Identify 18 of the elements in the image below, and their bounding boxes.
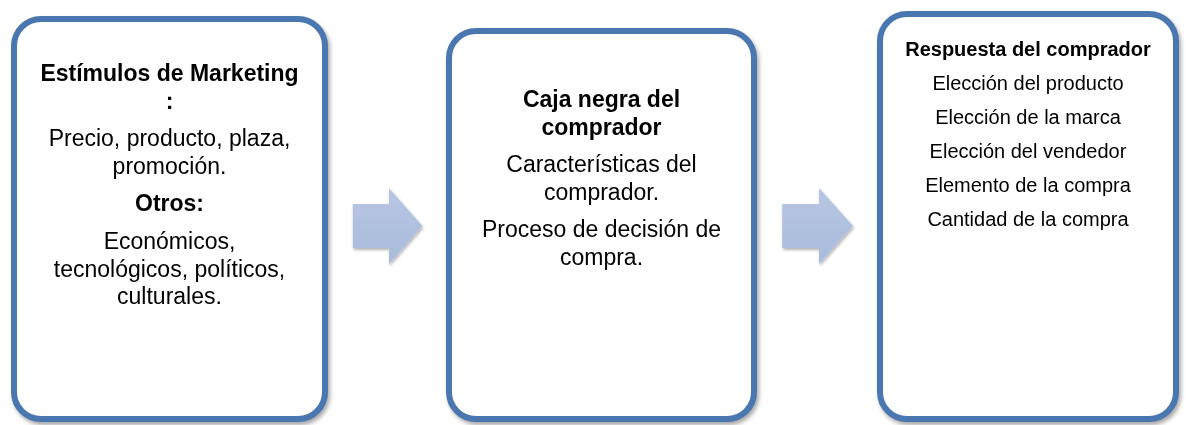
body-text: Elección de la marca xyxy=(935,105,1121,129)
process-box xyxy=(446,28,757,422)
body-text: Elemento de la compra xyxy=(925,173,1131,197)
heading-text: Respuesta del comprador xyxy=(905,37,1151,61)
heading-text: Otros: xyxy=(135,190,204,218)
body-text: Cantidad de la compra xyxy=(927,207,1129,231)
body-text: Elección del producto xyxy=(932,71,1124,95)
body-text: Características del comprador. xyxy=(505,151,698,207)
block-arrow xyxy=(782,188,853,264)
body-text: Precio, producto, plaza, promoción. xyxy=(47,125,292,181)
block-arrow xyxy=(352,188,423,264)
process-box xyxy=(11,16,328,422)
heading-text: Estímulos de Marketing : xyxy=(39,60,300,116)
body-text: Económicos, tecnológicos, políticos, culturales. xyxy=(52,227,287,311)
heading-text: Caja negra del comprador xyxy=(521,86,682,142)
process-box xyxy=(877,11,1179,422)
body-text: Elección del vendedor xyxy=(929,139,1127,163)
body-text: Proceso de decisión de compra. xyxy=(480,216,723,272)
